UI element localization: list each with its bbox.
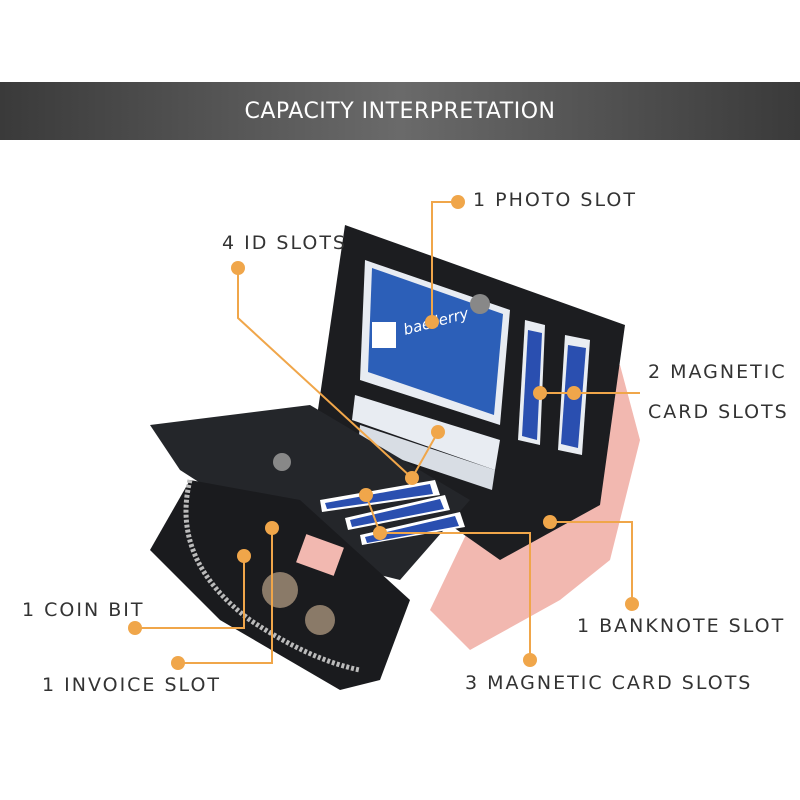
label-photo-slot: 1 PHOTO SLOT [473, 189, 637, 211]
label-id-slots: 4 ID SLOTS [222, 232, 347, 254]
id-slot [358, 425, 495, 490]
coin [305, 605, 335, 635]
callout-dots [128, 195, 639, 670]
card-slot [325, 484, 433, 509]
zipper [183, 479, 361, 673]
page-title: CAPACITY INTERPRETATION [244, 98, 556, 124]
card-slot [365, 516, 459, 543]
label-banknote-slot: 1 BANKNOTE SLOT [577, 615, 786, 637]
label-coin-bit: 1 COIN BIT [22, 599, 145, 621]
qr-code [372, 322, 396, 348]
header-banner: CAPACITY INTERPRETATION [0, 82, 800, 140]
label-magnetic-2-line2: CARD SLOTS [648, 401, 789, 423]
label-invoice-slot: 1 INVOICE SLOT [42, 674, 222, 696]
id-slot [352, 395, 500, 470]
callout-lines [135, 201, 640, 664]
label-magnetic-3: 3 MAGNETIC CARD SLOTS [465, 672, 753, 694]
coin [262, 572, 298, 608]
label-magnetic-2-line1: 2 MAGNETIC [648, 361, 787, 383]
snap-button [470, 294, 490, 314]
card-slot [350, 499, 444, 527]
card-slot [522, 330, 542, 440]
snap-button [273, 453, 291, 471]
